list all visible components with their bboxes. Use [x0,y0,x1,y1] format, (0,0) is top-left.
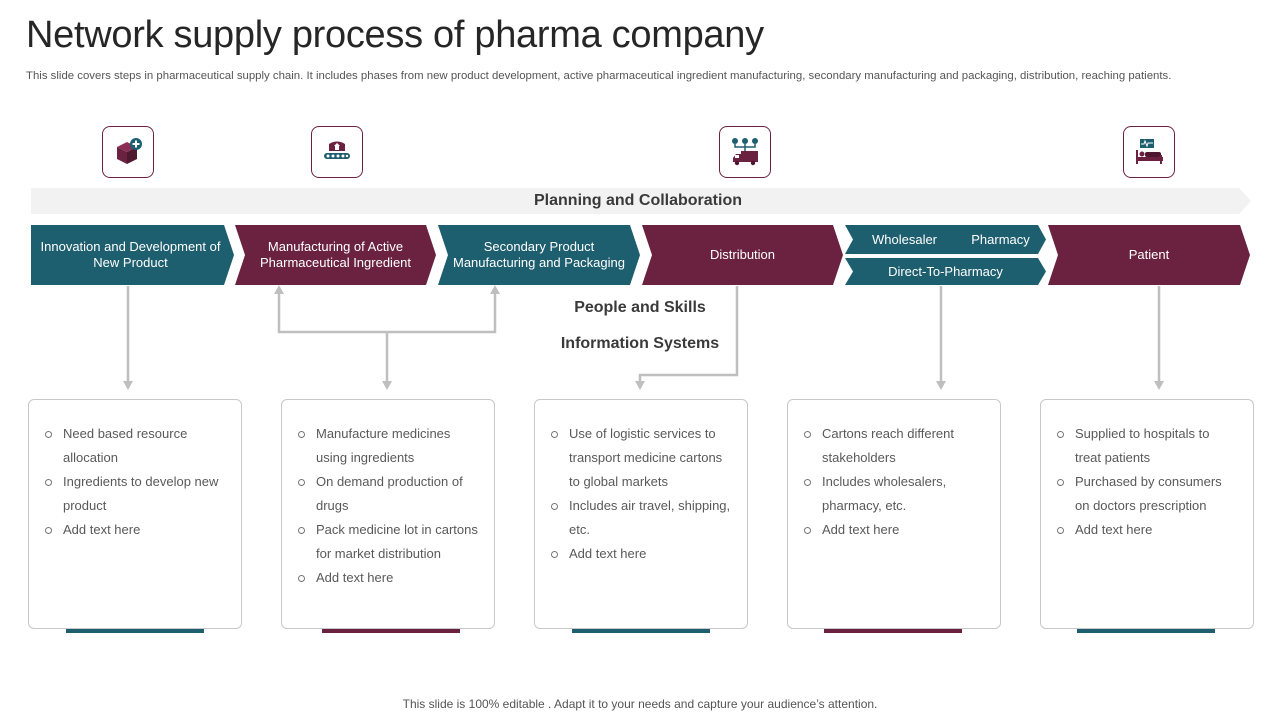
distribution-truck-icon [719,126,771,178]
phase-distribution: Distribution [642,225,843,285]
list-item: Add text here [45,518,227,542]
card-accent-bar [572,629,710,633]
list-item: Includes wholesalers, pharmacy, etc. [804,470,986,518]
banner-label: Planning and Collaboration [534,192,742,209]
slide-title: Network supply process of pharma company [26,14,764,56]
card-distribution: Use of logistic services to transport me… [534,399,748,629]
information-systems-label: Information Systems [560,335,720,352]
phase-patient: Patient [1048,225,1250,285]
planning-banner: Planning and Collaboration [31,188,1251,214]
list-item: Cartons reach different stakeholders [804,422,986,470]
list-item: Manufacture medicines using ingredients [298,422,480,470]
card-api-manufacturing: Manufacture medicines using ingredients … [281,399,495,629]
list-item: Add text here [804,518,986,542]
phase-secondary-manufacturing: Secondary Product Manufacturing and Pack… [438,225,640,285]
list-item: Includes air travel, shipping, etc. [551,494,733,542]
card-innovation: Need based resource allocation Ingredien… [28,399,242,629]
list-item: Pack medicine lot in cartons for market … [298,518,480,566]
card-accent-bar [322,629,460,633]
phase-pharmacy: Pharmacy [955,225,1046,254]
list-item: Need based resource allocation [45,422,227,470]
phase-innovation: Innovation and Development of New Produc… [31,225,234,285]
list-item: Supplied to hospitals to treat patients [1057,422,1239,470]
list-item: Add text here [1057,518,1239,542]
phase-direct-to-pharmacy: Direct-To-Pharmacy [845,258,1046,285]
medicine-box-plus-icon [102,126,154,178]
list-item: Use of logistic services to transport me… [551,422,733,494]
list-item: Add text here [551,542,733,566]
card-patient: Supplied to hospitals to treat patients … [1040,399,1254,629]
list-item: On demand production of drugs [298,470,480,518]
people-skills-label: People and Skills [574,299,706,316]
card-accent-bar [824,629,962,633]
phase-wholesaler: Wholesaler [845,225,964,254]
conveyor-belt-icon [311,126,363,178]
card-accent-bar [66,629,204,633]
footer-note: This slide is 100% editable . Adapt it t… [402,697,878,711]
phase-api-manufacturing: Manufacturing of Active Pharmaceutical I… [235,225,436,285]
card-accent-bar [1077,629,1215,633]
list-item: Add text here [298,566,480,590]
card-stakeholders: Cartons reach different stakeholders Inc… [787,399,1001,629]
list-item: Purchased by consumers on doctors prescr… [1057,470,1239,518]
hospital-bed-icon [1123,126,1175,178]
list-item: Ingredients to develop new product [45,470,227,518]
slide-subtitle: This slide covers steps in pharmaceutica… [26,70,1172,82]
